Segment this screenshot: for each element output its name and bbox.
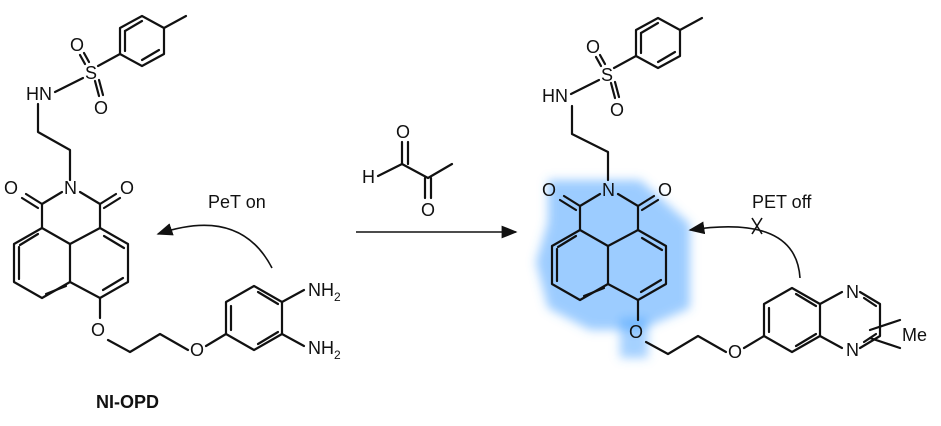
pet-on-annotation: PeT on xyxy=(156,192,273,269)
reagent-atom-h: H xyxy=(362,167,375,187)
pet-on-label: PeT on xyxy=(208,192,266,212)
left-atom-o3: O xyxy=(4,178,18,198)
pet-off-cross-2 xyxy=(751,217,763,235)
left-atom-nh2-top: NH2 xyxy=(308,280,341,304)
right-atom-hn: HN xyxy=(542,86,568,106)
right-atom-s: S xyxy=(601,65,613,85)
left-opd-ring xyxy=(224,284,306,352)
reagent-atom-o-top: O xyxy=(396,122,410,142)
pet-off-annotation: PET off xyxy=(688,192,812,279)
left-atom-o2: O xyxy=(94,98,108,118)
left-atom-o1: O xyxy=(70,35,84,55)
left-atom-o4: O xyxy=(120,178,134,198)
left-atom-n: N xyxy=(64,178,77,198)
left-atom-s: S xyxy=(85,63,97,83)
left-molecule-name: NI-OPD xyxy=(96,392,159,412)
right-atom-n: N xyxy=(602,180,615,200)
left-atom-nh2-bottom: NH2 xyxy=(308,338,341,362)
right-molecule: O S O HN N O O O O xyxy=(536,16,927,362)
right-atom-o3: O xyxy=(542,180,556,200)
right-atom-n1: N xyxy=(846,282,859,302)
reagent-atom-o-bottom: O xyxy=(421,200,435,220)
reagent-methylglyoxal: H O O xyxy=(362,122,454,220)
right-atom-n2: N xyxy=(846,340,859,360)
left-naphthalene xyxy=(12,226,130,300)
right-atom-o1: O xyxy=(586,37,600,57)
left-atom-hn: HN xyxy=(26,84,52,104)
right-atom-o5: O xyxy=(629,322,643,342)
right-quinoxaline xyxy=(762,286,902,354)
right-atom-me: Me xyxy=(902,325,927,345)
right-atom-o2: O xyxy=(610,100,624,120)
pet-off-label: PET off xyxy=(752,192,812,212)
right-tolyl-ring xyxy=(612,16,704,70)
left-tolyl-ring xyxy=(96,14,188,68)
left-atom-o6: O xyxy=(190,340,204,360)
left-molecule: O S O HN N O O O O xyxy=(4,14,341,412)
right-atom-o6: O xyxy=(728,342,742,362)
right-atom-o4: O xyxy=(658,180,672,200)
left-atom-o5: O xyxy=(91,320,105,340)
